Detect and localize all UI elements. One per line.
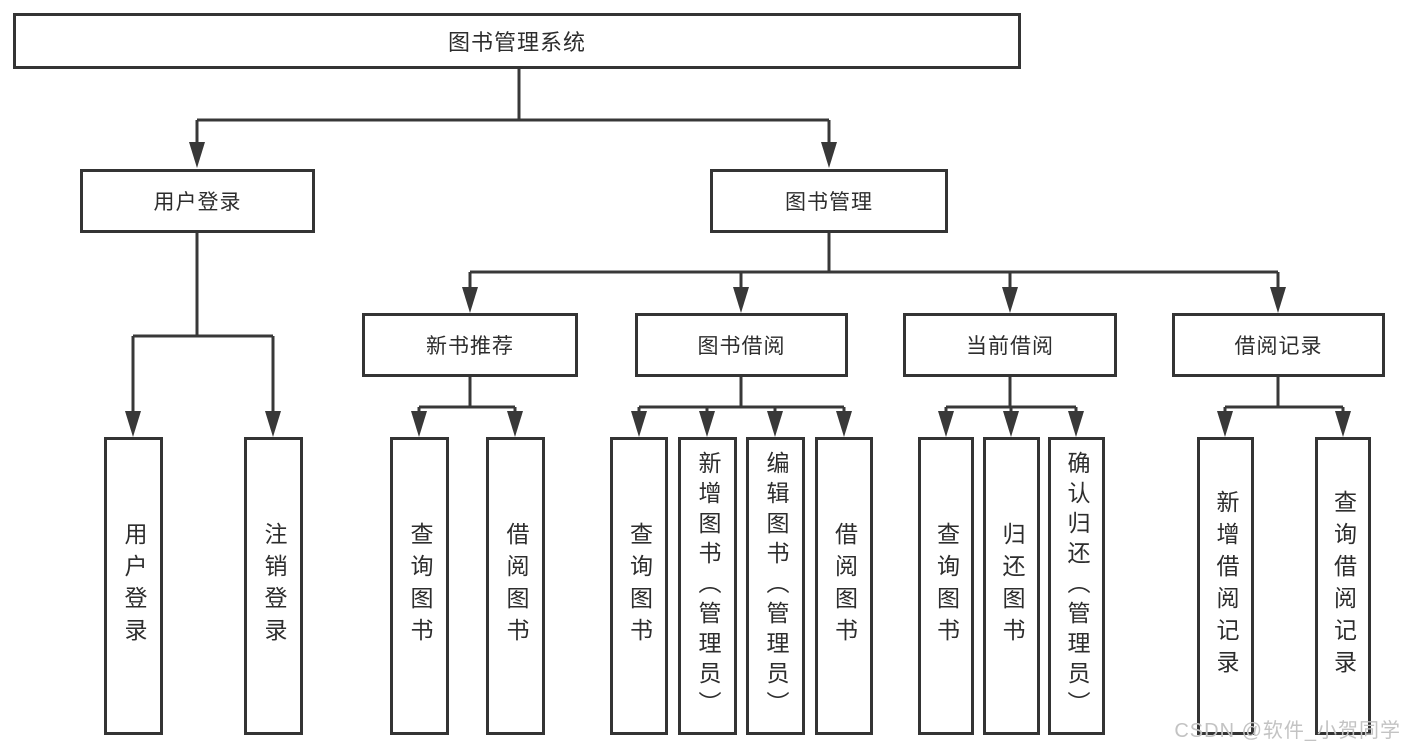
node-book-management: 图书管理: [710, 169, 948, 233]
node-book-borrow: 图书借阅: [635, 313, 848, 377]
node-library-system: 图书管理系统: [13, 13, 1021, 69]
leaf-add-book-admin: 新增图书（管理员）: [678, 437, 737, 735]
leaf-query-borrow-record: 查询借阅记录: [1315, 437, 1371, 735]
csdn-watermark: CSDN @软件_小贺同学: [1174, 720, 1401, 742]
node-current-borrow: 当前借阅: [903, 313, 1117, 377]
leaf-query-books-current: 查询图书: [918, 437, 974, 735]
leaf-query-books-borrow: 查询图书: [610, 437, 668, 735]
leaf-edit-book-admin: 编辑图书（管理员）: [746, 437, 805, 735]
leaf-confirm-return-admin: 确认归还（管理员）: [1048, 437, 1105, 735]
node-user-login: 用户登录: [80, 169, 315, 233]
leaf-logout: 注销登录: [244, 437, 303, 735]
leaf-return-books: 归还图书: [983, 437, 1040, 735]
node-new-book-recommend: 新书推荐: [362, 313, 578, 377]
leaf-borrow-books: 借阅图书: [815, 437, 873, 735]
leaf-borrow-books-recommend: 借阅图书: [486, 437, 545, 735]
leaf-user-login: 用户登录: [104, 437, 163, 735]
leaf-add-borrow-record: 新增借阅记录: [1197, 437, 1254, 735]
node-borrow-records: 借阅记录: [1172, 313, 1385, 377]
leaf-query-books-recommend: 查询图书: [390, 437, 449, 735]
